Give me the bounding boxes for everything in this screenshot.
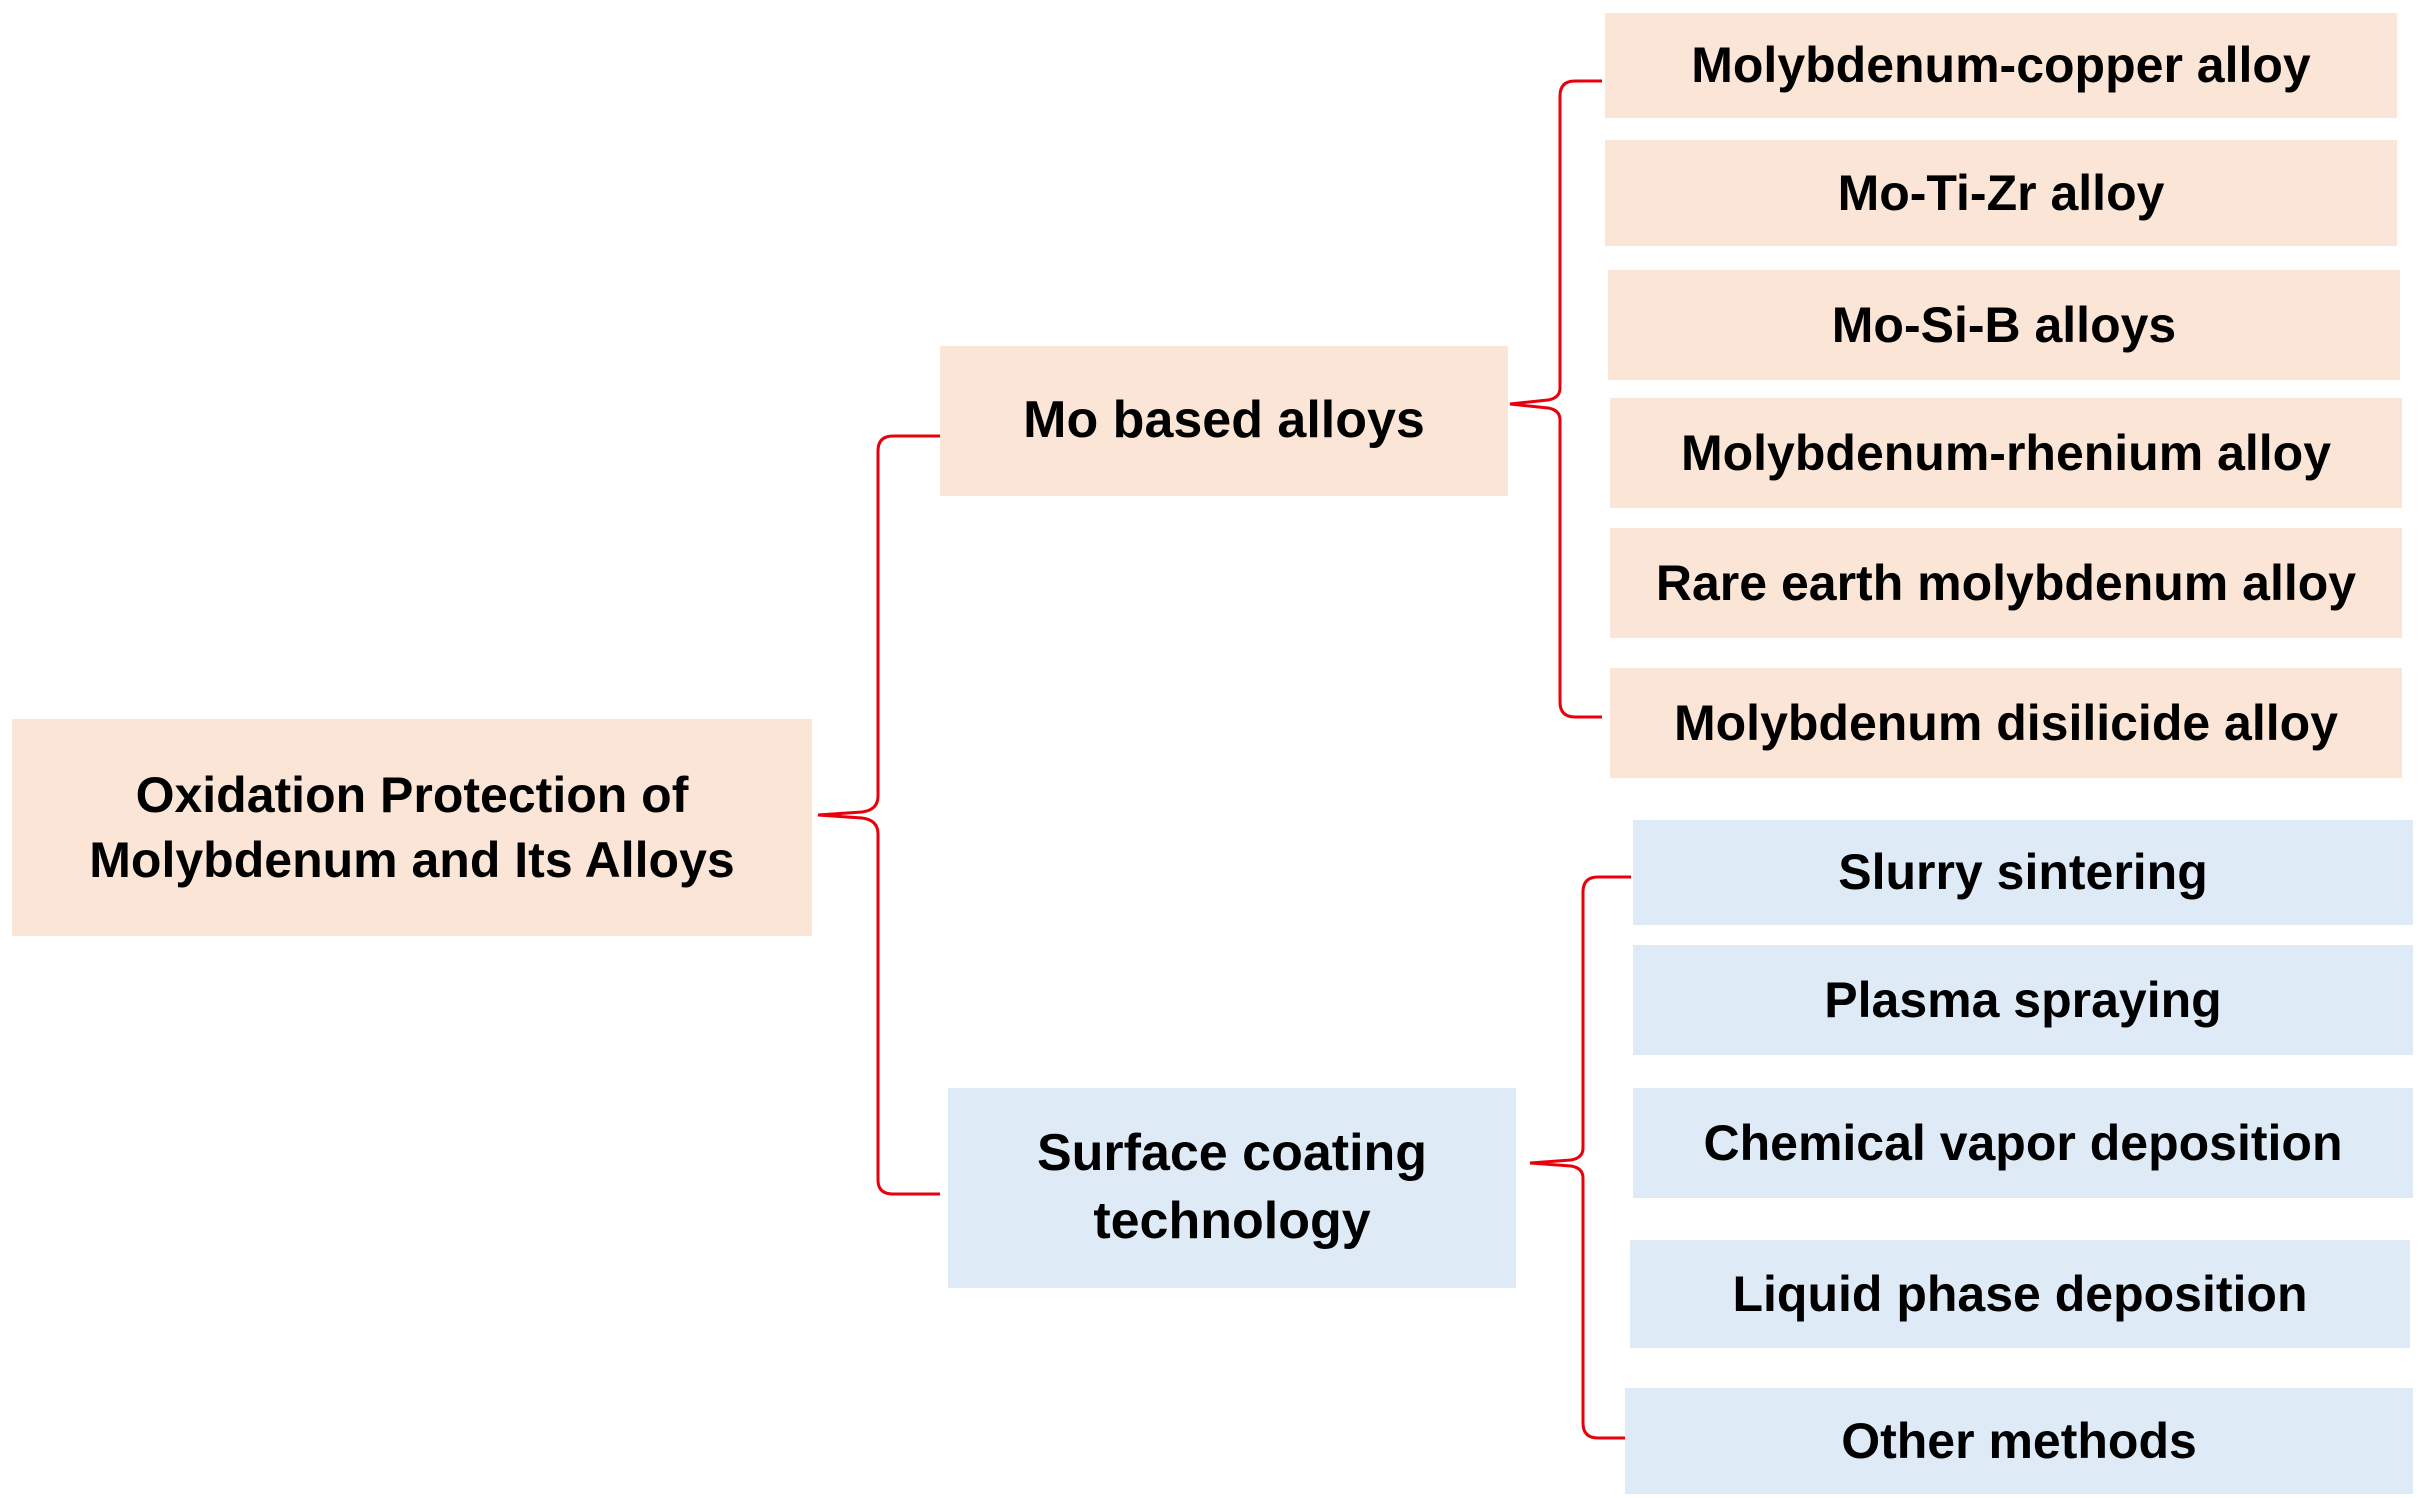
coating-leaf: Other methods [1625, 1388, 2413, 1494]
coating-leaf-label: Chemical vapor deposition [1703, 1114, 2343, 1171]
alloy-leaf: Molybdenum-rhenium alloy [1610, 398, 2402, 508]
coating-branch-line1: Surface coating [1036, 1124, 1428, 1183]
root-title-line1: Oxidation Protection of [135, 766, 689, 823]
alloy-leaf-label: Mo-Si-B alloys [1831, 296, 2177, 353]
root-node: Oxidation Protection of Molybdenum and I… [12, 719, 812, 936]
alloy-leaf-label: Mo-Ti-Zr alloy [1837, 164, 2165, 221]
alloys-branch-node: Mo based alloys [940, 346, 1508, 496]
coating-leaf-label: Liquid phase deposition [1732, 1265, 2308, 1322]
alloy-leaf-label: Molybdenum-rhenium alloy [1680, 424, 2332, 481]
alloy-leaf-label: Molybdenum-copper alloy [1691, 37, 2311, 93]
coating-branch-line2: technology [1093, 1192, 1371, 1250]
alloy-leaf-label: Molybdenum disilicide alloy [1673, 694, 2338, 751]
alloy-leaf: Rare earth molybdenum alloy [1610, 528, 2402, 638]
alloy-leaf: Mo-Si-B alloys [1608, 270, 2400, 380]
coating-leaf: Slurry sintering [1633, 820, 2413, 925]
coating-leaf: Plasma spraying [1633, 945, 2413, 1055]
coating-leaf-label: Other methods [1841, 1412, 2197, 1469]
alloy-leaf-label: Rare earth molybdenum alloy [1655, 554, 2357, 611]
alloy-leaf: Molybdenum-copper alloy [1605, 13, 2397, 118]
coating-branch-node: Surface coating technology [948, 1088, 1516, 1288]
root-brace [817, 434, 940, 1196]
coating-leaf: Chemical vapor deposition [1633, 1088, 2413, 1198]
alloys-brace [1509, 79, 1602, 719]
coating-leaf-label: Plasma spraying [1824, 971, 2222, 1028]
coating-brace [1529, 875, 1631, 1440]
alloys-branch-label: Mo based alloys [1023, 391, 1425, 450]
coating-leaf-label: Slurry sintering [1838, 844, 2208, 900]
root-title-line2: Molybdenum and Its Alloys [89, 831, 735, 888]
alloy-leaf: Mo-Ti-Zr alloy [1605, 140, 2397, 246]
coating-leaf: Liquid phase deposition [1630, 1240, 2410, 1348]
alloy-leaf: Molybdenum disilicide alloy [1610, 668, 2402, 778]
